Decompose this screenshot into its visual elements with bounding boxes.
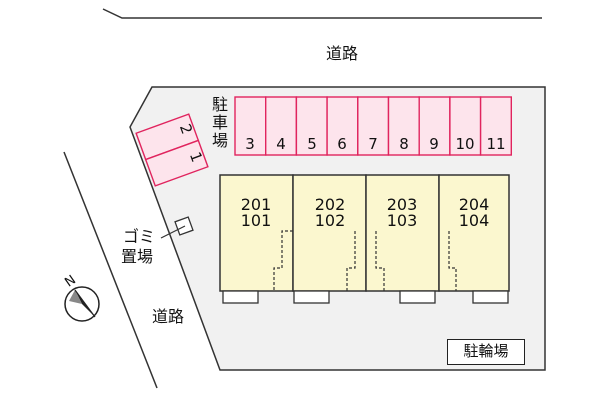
porch-1 (222, 290, 259, 304)
parking-stall-10[interactable] (449, 96, 482, 156)
unit-number-upper: 202 (314, 195, 346, 214)
parking-stall-5[interactable] (295, 96, 328, 156)
stall-number: 3 (245, 135, 255, 153)
stall-number: 9 (429, 135, 439, 153)
entrance-line-1 (273, 230, 293, 291)
compass (64, 286, 100, 322)
unit-block-4[interactable] (438, 174, 510, 292)
parking-stall-8[interactable] (387, 96, 420, 156)
road-label-left: 道路 (152, 307, 185, 326)
stall-number: 6 (337, 135, 347, 153)
apartment-building (219, 174, 510, 304)
parking-stall-11[interactable] (479, 96, 513, 156)
parking-label: 駐 車 場 (211, 96, 229, 150)
unit-number-lower: 101 (240, 211, 272, 230)
stall-number: 11 (486, 135, 506, 153)
stall-number: 4 (276, 135, 286, 153)
road-edge-left (63, 151, 158, 389)
parking-stall-1[interactable] (144, 139, 209, 187)
road-edge-top (102, 8, 542, 19)
road-label-top: 道路 (326, 44, 359, 63)
stall-number: 10 (455, 135, 475, 153)
compass-axis (74, 289, 96, 318)
stall-number: 8 (399, 135, 409, 153)
garbage-label-line1: ゴミ (123, 227, 156, 246)
entrance-line-3 (375, 231, 385, 291)
unit-block-1[interactable] (219, 174, 294, 292)
parking-stall-6[interactable] (326, 96, 359, 156)
garbage-area (160, 216, 194, 239)
stall-number: 7 (368, 135, 378, 153)
bicycle-parking: 駐輪場 (447, 339, 525, 365)
garbage-label-line2: 置場 (121, 247, 154, 266)
porch-3 (399, 290, 436, 304)
parking-stall-9[interactable] (418, 96, 451, 156)
entrance-line-2 (346, 231, 356, 291)
parking-label-char: 場 (211, 131, 228, 150)
unit-number-lower: 102 (314, 211, 346, 230)
parking-label-char: 駐 (211, 95, 228, 114)
unit-number-lower: 104 (458, 211, 490, 230)
unit-number-upper: 203 (386, 195, 418, 214)
unit-block-3[interactable] (365, 174, 440, 292)
parking-row-top (234, 96, 513, 156)
compass-needle-light (69, 290, 82, 304)
porch-4 (472, 290, 509, 304)
unit-number-upper: 201 (240, 195, 272, 214)
parking-stall-7[interactable] (357, 96, 390, 156)
parking-stall-3[interactable] (234, 96, 267, 156)
unit-number-upper: 204 (458, 195, 490, 214)
entrance-line-4 (448, 231, 457, 291)
parking-row-side (135, 113, 209, 187)
unit-number-lower: 103 (386, 211, 418, 230)
garbage-leader-line (160, 225, 186, 239)
stall-number: 5 (307, 135, 317, 153)
porch-2 (293, 290, 330, 304)
parking-label-char: 車 (211, 113, 228, 132)
